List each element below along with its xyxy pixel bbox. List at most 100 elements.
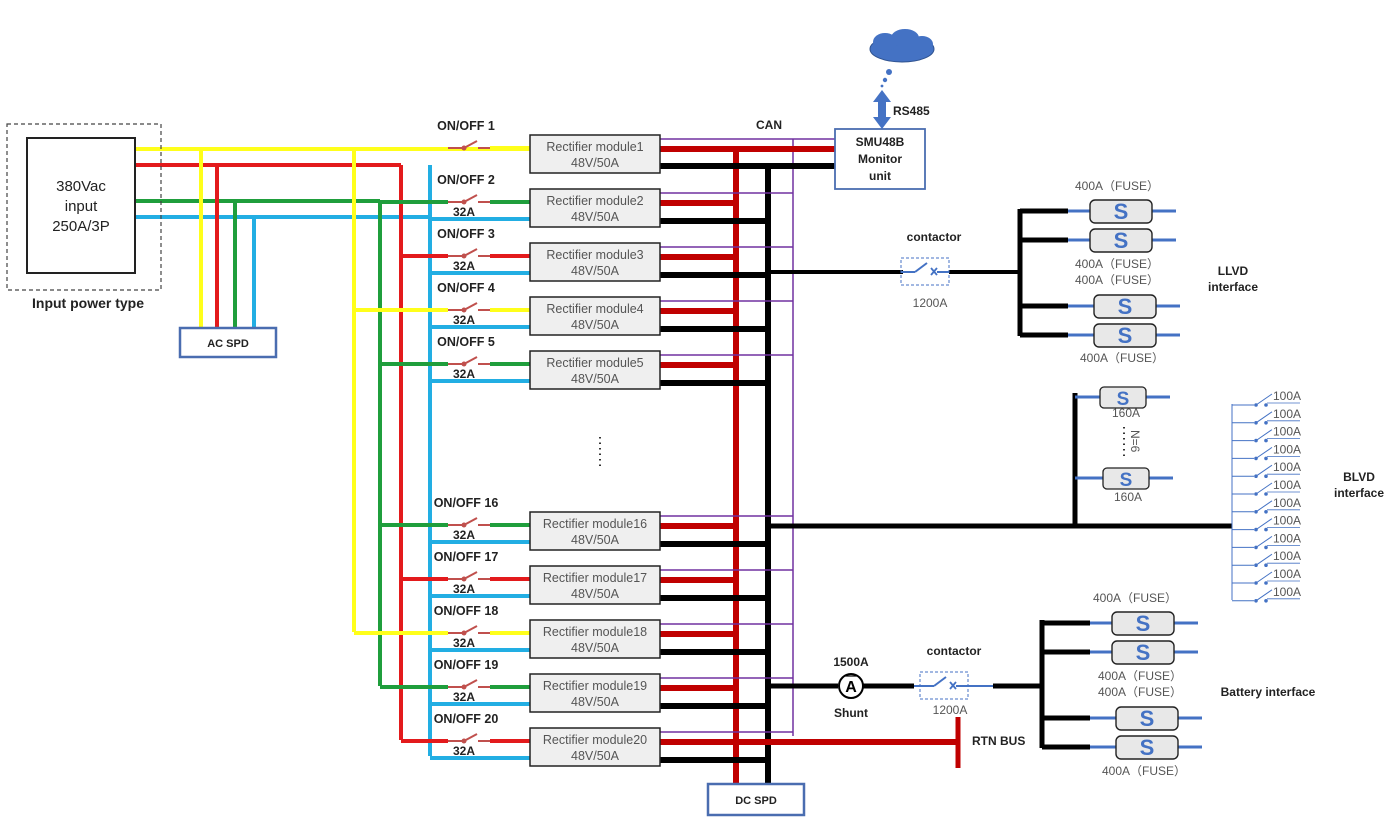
blvd-breaker-5[interactable]: 100A bbox=[1232, 460, 1301, 479]
breaker-switch-4[interactable] bbox=[448, 302, 490, 313]
fuse-icon: S bbox=[1117, 389, 1130, 410]
rectifier-module-spec: 48V/50A bbox=[571, 695, 620, 709]
blvd-fuse-count-label: N=6 bbox=[1128, 430, 1142, 453]
blvd-breaker-1[interactable]: 100A bbox=[1232, 389, 1301, 407]
llvd-fuse-1[interactable]: S bbox=[1089, 199, 1153, 224]
rectifier-module-box[interactable] bbox=[529, 242, 661, 282]
rectifier-module-box[interactable] bbox=[529, 619, 661, 659]
blvd-breaker-6[interactable]: 100A bbox=[1232, 478, 1301, 496]
monitor-unit-box[interactable] bbox=[834, 128, 926, 190]
rectifier-module-box[interactable] bbox=[529, 296, 661, 336]
rectifier-module-box[interactable] bbox=[529, 134, 661, 174]
breaker-switch-1[interactable] bbox=[448, 140, 490, 151]
breaker-rating: 100A bbox=[1273, 549, 1301, 563]
rectifier-module-spec: 48V/50A bbox=[571, 587, 620, 601]
switch-blade bbox=[463, 679, 478, 688]
dc-spd-box[interactable] bbox=[706, 782, 806, 817]
battery-fuse-3[interactable]: S bbox=[1115, 706, 1179, 731]
input-voltage-label: 380Vac bbox=[56, 178, 106, 195]
fuse-icon: S bbox=[1114, 228, 1129, 253]
blvd-breaker-10[interactable]: 100A bbox=[1232, 549, 1301, 567]
ac-spd-box[interactable] bbox=[178, 326, 278, 359]
rectifier-module-name: Rectifier module4 bbox=[546, 302, 643, 316]
breaker-contact bbox=[1264, 421, 1268, 425]
can-bus-label: CAN bbox=[756, 118, 782, 132]
rectifier-module-box[interactable] bbox=[529, 188, 661, 228]
blvd-breaker-4[interactable]: 100A bbox=[1232, 442, 1301, 461]
breaker-rating: 100A bbox=[1273, 389, 1301, 403]
rectifier-module-name: Rectifier module16 bbox=[543, 517, 647, 531]
battery-fuse-1[interactable]: S bbox=[1111, 611, 1175, 636]
breaker-rating: 100A bbox=[1273, 567, 1301, 581]
blvd-breaker-9[interactable]: 100A bbox=[1232, 531, 1301, 550]
switch-blade bbox=[463, 517, 478, 526]
battery-fuse-2[interactable]: S bbox=[1111, 640, 1175, 665]
breaker-blade bbox=[1255, 464, 1273, 477]
contactor-blade bbox=[933, 676, 947, 687]
breaker-contact bbox=[1264, 545, 1268, 550]
battery-fuse-label: 400A（FUSE） bbox=[1098, 669, 1182, 683]
breaker-switch-10[interactable] bbox=[448, 733, 490, 744]
blvd-fuse-top-rating: 160A bbox=[1112, 406, 1140, 420]
rectifier-module-box[interactable] bbox=[529, 673, 661, 713]
blvd-breaker-7[interactable]: 100A bbox=[1232, 496, 1301, 514]
rectifier-module-spec: 48V/50A bbox=[571, 533, 620, 547]
rectifier-module-spec: 48V/50A bbox=[571, 156, 620, 170]
rs485-double-arrow-icon bbox=[873, 90, 891, 129]
breaker-switch-7[interactable] bbox=[448, 571, 490, 582]
rectifier-module-spec: 48V/50A bbox=[571, 264, 620, 278]
switch-label: ON/OFF 18 bbox=[434, 604, 499, 618]
switch-label: ON/OFF 20 bbox=[434, 712, 499, 726]
switch-blade bbox=[463, 356, 478, 365]
blvd-breaker-8[interactable]: 100A bbox=[1232, 514, 1301, 532]
breaker-switch-8[interactable] bbox=[448, 625, 490, 636]
llvd-fuse-3[interactable]: S bbox=[1093, 294, 1157, 319]
breaker-contact bbox=[1264, 403, 1268, 407]
breaker-switch-5[interactable] bbox=[448, 356, 490, 367]
breaker-switch-2[interactable] bbox=[448, 194, 490, 205]
switch-rating: 32A bbox=[453, 367, 475, 381]
switch-blade bbox=[463, 571, 478, 580]
rectifier-module-box[interactable] bbox=[529, 565, 661, 605]
rectifier-module-box[interactable] bbox=[529, 727, 661, 767]
battery-contactor-rating: 1200A bbox=[933, 703, 968, 717]
blvd-breaker-2[interactable]: 100A bbox=[1232, 407, 1301, 425]
breaker-blade bbox=[1255, 553, 1273, 566]
breaker-blade bbox=[1255, 535, 1273, 548]
llvd-fuse-4[interactable]: S bbox=[1093, 323, 1157, 348]
llvd-contactor[interactable] bbox=[900, 257, 950, 286]
blvd-breaker-3[interactable]: 100A bbox=[1232, 425, 1301, 443]
breaker-rating: 100A bbox=[1273, 496, 1301, 510]
switch-rating: 32A bbox=[453, 313, 475, 327]
breaker-switch-3[interactable] bbox=[448, 248, 490, 259]
shunt-meter[interactable]: A bbox=[838, 673, 864, 699]
input-dashed-frame bbox=[6, 123, 162, 291]
breaker-blade bbox=[1255, 393, 1273, 406]
rectifier-module-box[interactable] bbox=[529, 511, 661, 551]
llvd-fuse-2[interactable]: S bbox=[1089, 228, 1153, 253]
fuse-body bbox=[1093, 294, 1157, 319]
fuse-icon: S bbox=[1114, 199, 1129, 224]
breaker-rating: 100A bbox=[1273, 478, 1301, 492]
battery-fuse-4[interactable]: S bbox=[1115, 735, 1179, 760]
input-source-box[interactable] bbox=[26, 137, 136, 274]
blvd-breaker-12[interactable]: 100A bbox=[1232, 585, 1301, 603]
rectifier-module-name: Rectifier module18 bbox=[543, 625, 647, 639]
blvd-fuse-1[interactable]: S bbox=[1099, 386, 1147, 410]
breaker-contact bbox=[1264, 599, 1268, 603]
breaker-contact bbox=[1264, 527, 1268, 532]
fuse-icon: S bbox=[1118, 323, 1133, 348]
breaker-blade bbox=[1255, 589, 1273, 602]
rectifier-module-spec: 48V/50A bbox=[571, 318, 620, 332]
breaker-switch-9[interactable] bbox=[448, 679, 490, 690]
battery-contactor[interactable] bbox=[919, 671, 969, 700]
blvd-breaker-11[interactable]: 100A bbox=[1232, 567, 1301, 585]
battery-contactor-label: contactor bbox=[927, 644, 982, 658]
rectifier-module-box[interactable] bbox=[529, 350, 661, 390]
monitor-unit-label: unit bbox=[869, 169, 891, 183]
blvd-fuse-2[interactable]: S bbox=[1102, 467, 1150, 491]
breaker-switch-6[interactable] bbox=[448, 517, 490, 528]
breaker-contact bbox=[1264, 581, 1268, 585]
fuse-icon: S bbox=[1140, 735, 1155, 760]
